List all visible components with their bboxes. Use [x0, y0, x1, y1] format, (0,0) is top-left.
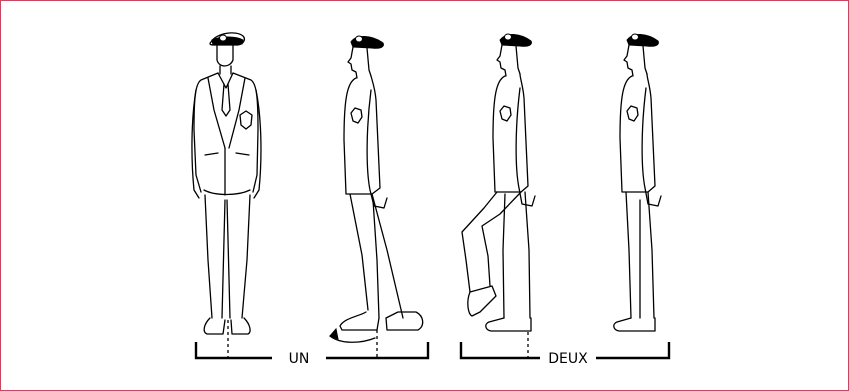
label-step-two: DEUX: [548, 351, 588, 367]
soldier-side-step-one: [330, 36, 423, 342]
label-step-one: UN: [289, 351, 310, 367]
soldier-side-step-two: [462, 34, 535, 331]
soldier-front-view: [192, 33, 261, 334]
soldier-side-attention: [614, 34, 661, 331]
